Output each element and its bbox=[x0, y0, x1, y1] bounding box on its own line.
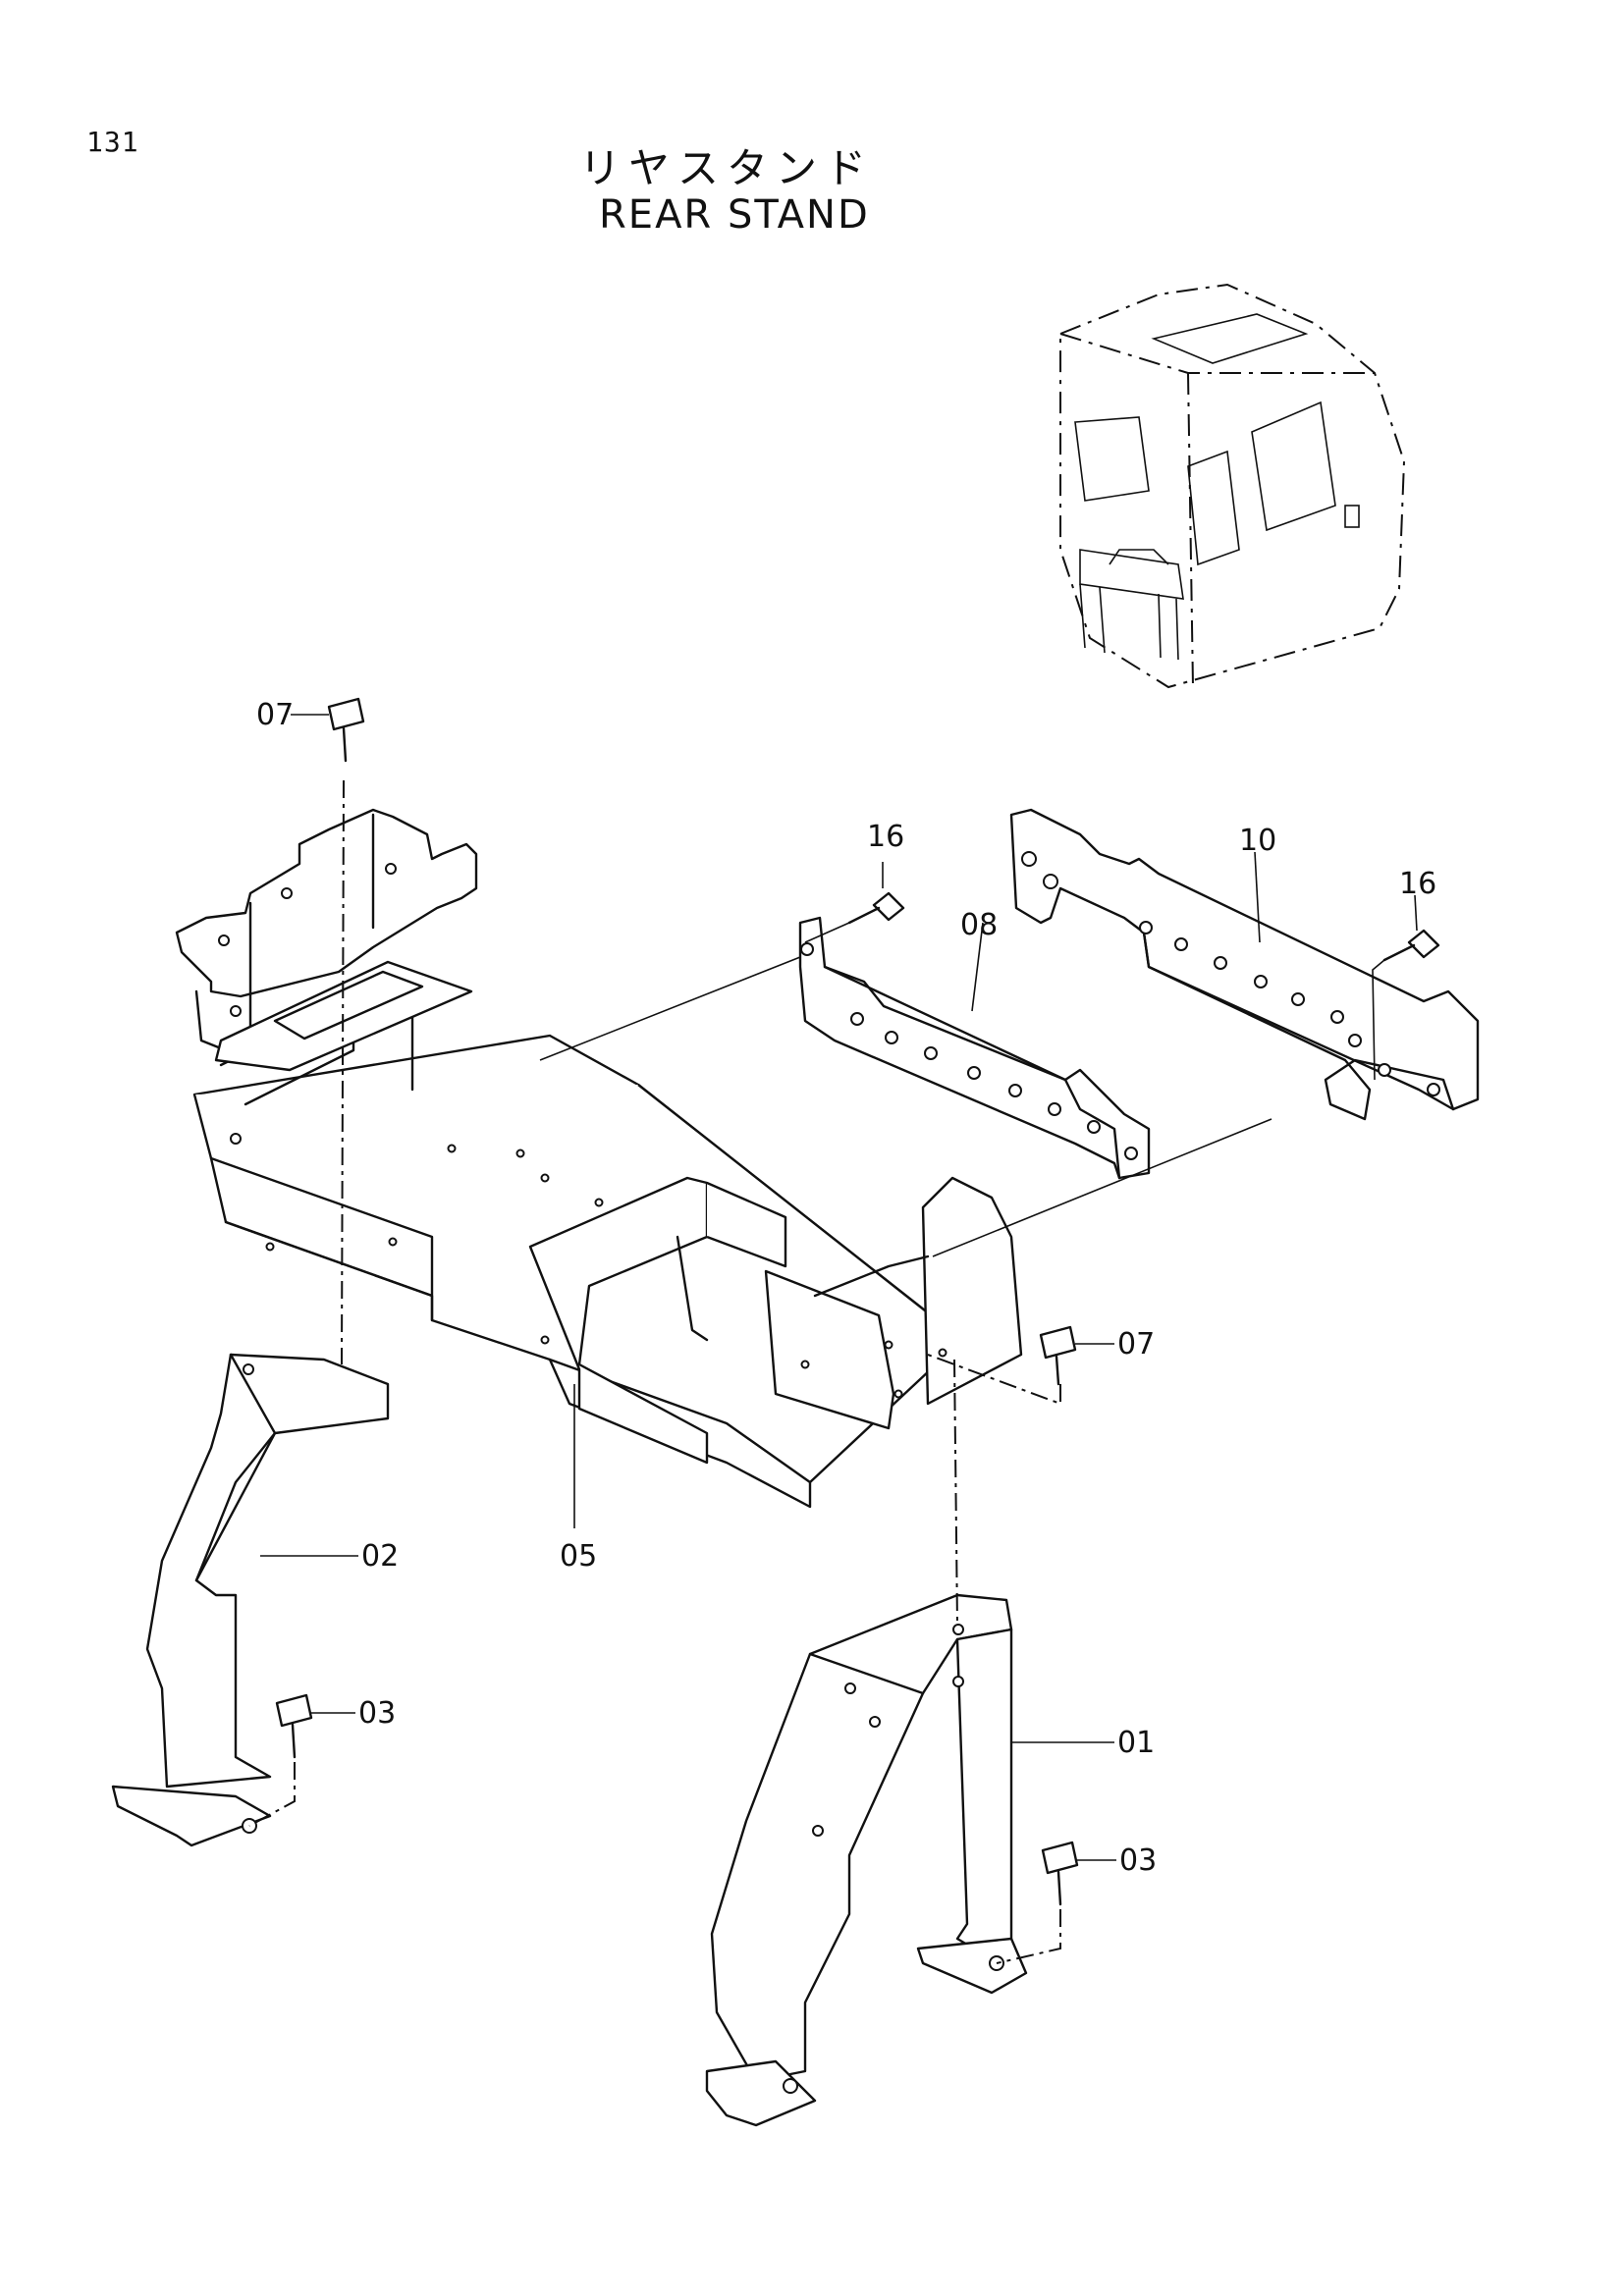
callout-16-left: 16 bbox=[867, 820, 904, 854]
callout-03-left: 03 bbox=[358, 1696, 396, 1731]
callout-07-top: 07 bbox=[256, 698, 294, 732]
assembly-centerlines bbox=[248, 779, 1385, 1964]
bolt-03-left bbox=[275, 1693, 313, 1759]
callout-05: 05 bbox=[560, 1539, 597, 1574]
part-02-left-leg bbox=[111, 1353, 390, 1847]
callout-02: 02 bbox=[361, 1539, 399, 1574]
cab-overview-illustration bbox=[1059, 283, 1406, 689]
callout-03-right: 03 bbox=[1119, 1843, 1157, 1878]
callout-07-right: 07 bbox=[1117, 1327, 1155, 1362]
callout-16-right: 16 bbox=[1399, 867, 1436, 901]
callout-01: 01 bbox=[1117, 1726, 1155, 1760]
bolt-07-right bbox=[1039, 1325, 1077, 1386]
page-number: 131 bbox=[86, 126, 139, 158]
bolt-07-top bbox=[327, 697, 365, 763]
part-05-center-frame bbox=[192, 989, 1023, 1509]
leader-lines bbox=[260, 714, 1418, 1861]
bolt-03-right bbox=[1041, 1841, 1079, 1906]
callout-10: 10 bbox=[1239, 824, 1276, 858]
part-08-bracket bbox=[798, 916, 1151, 1180]
title-japanese: リヤスタンド bbox=[579, 144, 875, 192]
part-10-bracket bbox=[1009, 808, 1480, 1121]
callout-08: 08 bbox=[960, 908, 998, 942]
title-english: REAR STAND bbox=[599, 192, 870, 238]
bolt-16-left bbox=[847, 891, 905, 925]
part-01-right-leg bbox=[705, 1593, 1028, 2127]
bolt-16-right bbox=[1382, 929, 1440, 962]
